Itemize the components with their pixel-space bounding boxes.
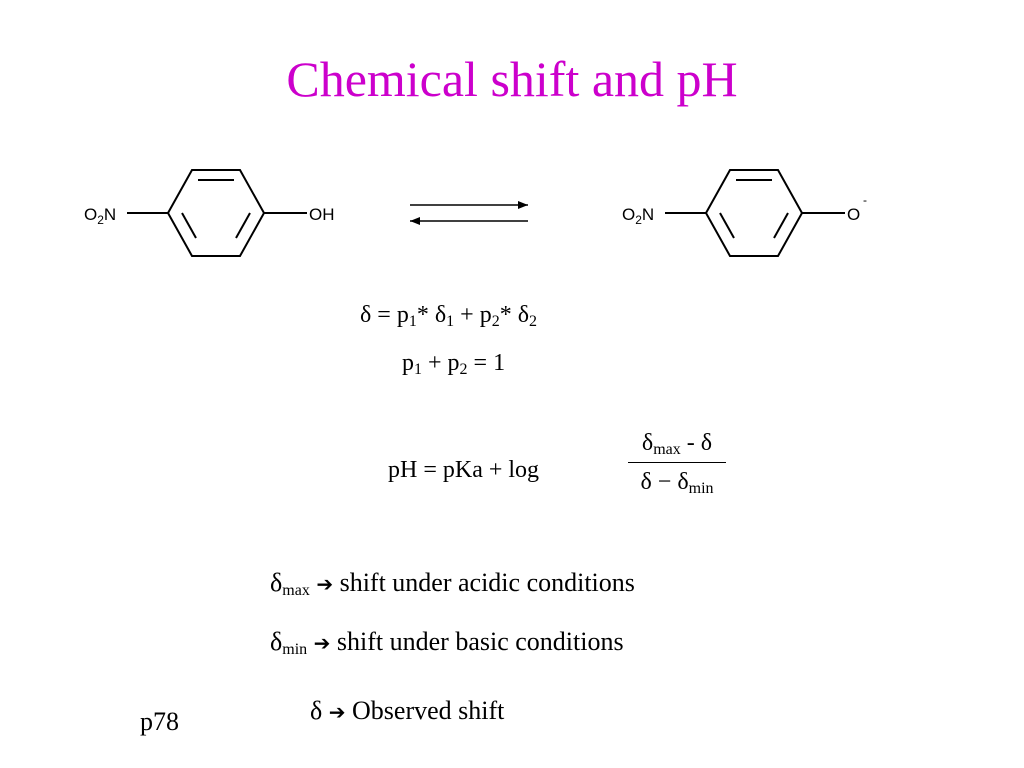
- page-number-label: p78: [140, 707, 179, 736]
- equilibrium-scheme: O2N OH O2N O -: [84, 169, 867, 257]
- henderson-hasselbalch-equation: pH = pKa + log: [388, 457, 540, 483]
- nitro-group-label: O2N: [84, 205, 116, 227]
- weighted-shift-equation: δ = p1* δ1 + p2* δ2: [360, 302, 538, 330]
- right-arrow-icon: ➔: [328, 700, 346, 724]
- hydroxyl-label: OH: [309, 205, 335, 224]
- slide-title: Chemical shift and pH: [286, 51, 738, 107]
- double-bond: [773, 212, 789, 239]
- definition-delta-min: δmin ➔ shift under basic conditions: [270, 627, 624, 658]
- right-arrow-icon: ➔: [316, 572, 334, 596]
- population-sum-equation: p1 + p2 = 1: [402, 350, 506, 378]
- nitrophenolate-molecule: O2N O -: [622, 169, 867, 257]
- nitro-group-label: O2N: [622, 205, 654, 227]
- log-fraction: δmax - δ δ − δmin: [622, 428, 732, 497]
- fraction-numerator: δmax - δ: [641, 430, 713, 458]
- fraction-bar: [628, 462, 726, 463]
- oxide-label: O: [847, 205, 860, 224]
- double-bond: [235, 212, 251, 239]
- double-bond: [719, 212, 735, 239]
- definition-delta-observed: δ ➔ Observed shift: [310, 696, 505, 725]
- definition-delta-max: δmax ➔ shift under acidic conditions: [270, 568, 635, 599]
- fraction-denominator: δ − δmin: [640, 469, 714, 497]
- equilibrium-arrows: [410, 201, 528, 225]
- double-bond: [181, 212, 197, 239]
- right-arrow-icon: ➔: [313, 631, 331, 655]
- nitrophenol-molecule: O2N OH: [84, 169, 335, 257]
- negative-charge-label: -: [863, 193, 867, 207]
